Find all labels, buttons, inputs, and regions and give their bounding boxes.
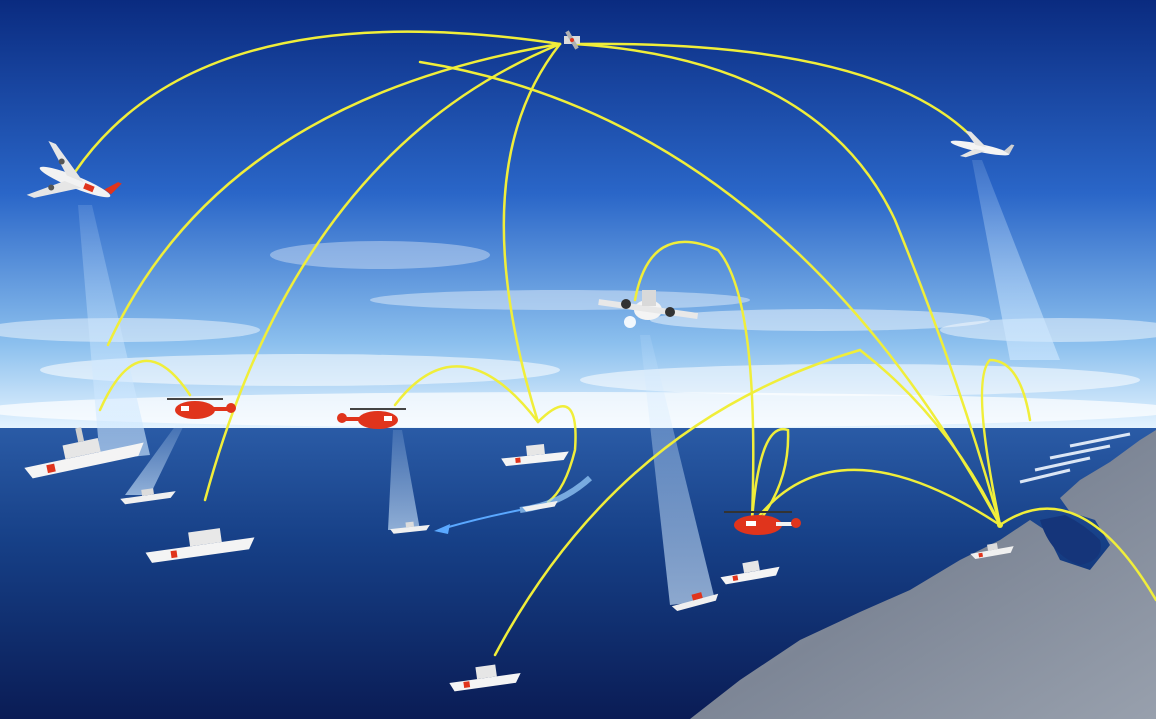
coastline bbox=[690, 430, 1156, 719]
satellite-icon bbox=[564, 30, 580, 50]
cargo-plane-icon bbox=[26, 141, 122, 198]
small-boat-icon bbox=[120, 488, 176, 505]
shore-station-icon bbox=[997, 522, 1003, 528]
cloud-bank bbox=[0, 241, 1156, 428]
cutter-ship-icon bbox=[501, 444, 569, 467]
data-links bbox=[73, 30, 1156, 657]
helicopter-icon bbox=[724, 511, 801, 535]
bay bbox=[1040, 515, 1101, 565]
cutter-ship-icon bbox=[145, 528, 255, 563]
cutter-ship-icon bbox=[720, 560, 780, 585]
breakwater bbox=[1019, 432, 1131, 484]
small-boat-icon bbox=[970, 543, 1014, 560]
small-boat-icon bbox=[671, 592, 719, 611]
small-boat-icon bbox=[390, 521, 430, 534]
helicopter-icon bbox=[167, 398, 236, 419]
cutter-ship-icon bbox=[24, 427, 144, 479]
cutter-ship-icon bbox=[449, 664, 521, 692]
helicopter-icon bbox=[337, 408, 406, 429]
small-boat-icon bbox=[522, 500, 558, 512]
maritime-patrol-aircraft-icon bbox=[598, 290, 699, 328]
patrol-jet-icon bbox=[950, 130, 1015, 158]
